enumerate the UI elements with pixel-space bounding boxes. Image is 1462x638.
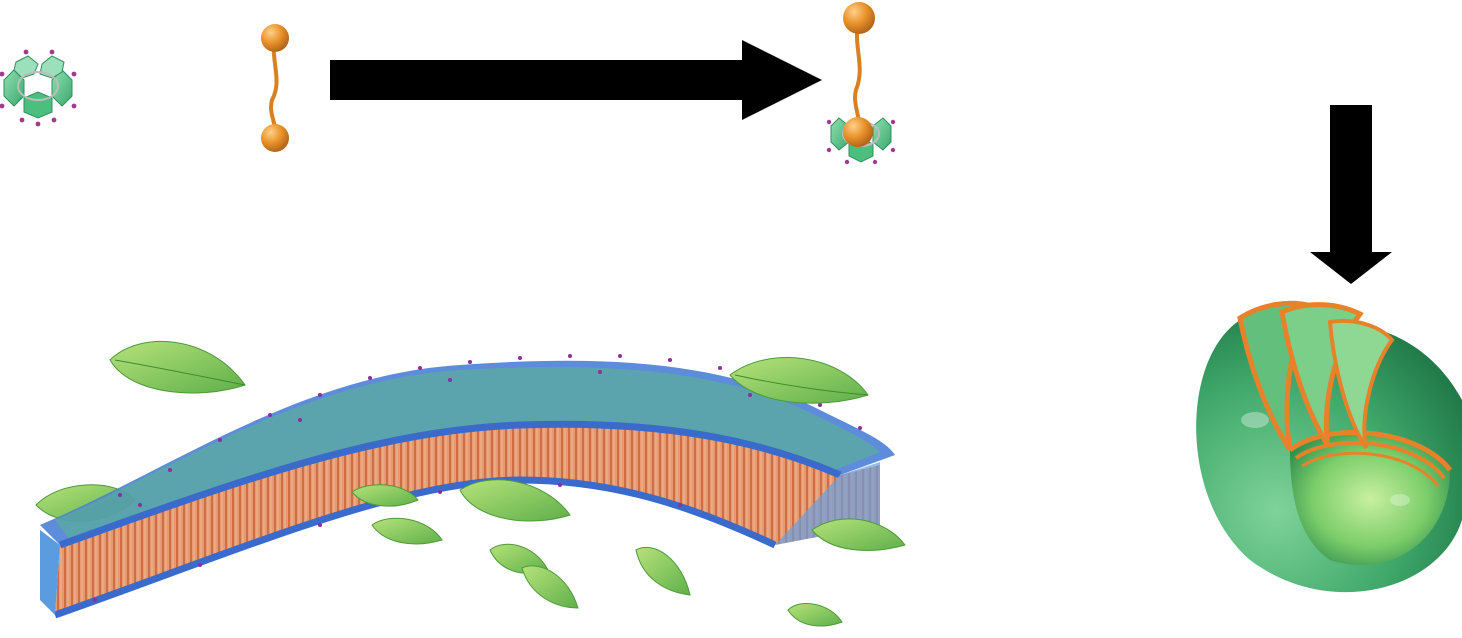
leaf-icon (787, 603, 843, 627)
leaf-icon (371, 517, 443, 545)
leaf-icon (729, 357, 869, 404)
lipid-headgroups (93, 354, 862, 602)
leaf-icon (635, 546, 691, 596)
host-macrocycle-icon (0, 49, 77, 127)
host-guest-complex-icon (826, 2, 896, 165)
bilayer-sheet-illustration (35, 341, 906, 627)
leaf-icon (521, 565, 579, 609)
down-arrow-icon (1310, 105, 1392, 284)
layered-vesicle-icon (1196, 300, 1462, 593)
leaf-icon (351, 484, 419, 507)
leaf-icon (811, 518, 906, 551)
leaf-icon (109, 341, 246, 394)
guest-dumbbell-icon (261, 24, 289, 152)
leaf-icon (459, 479, 571, 522)
right-arrow-icon (330, 40, 822, 120)
